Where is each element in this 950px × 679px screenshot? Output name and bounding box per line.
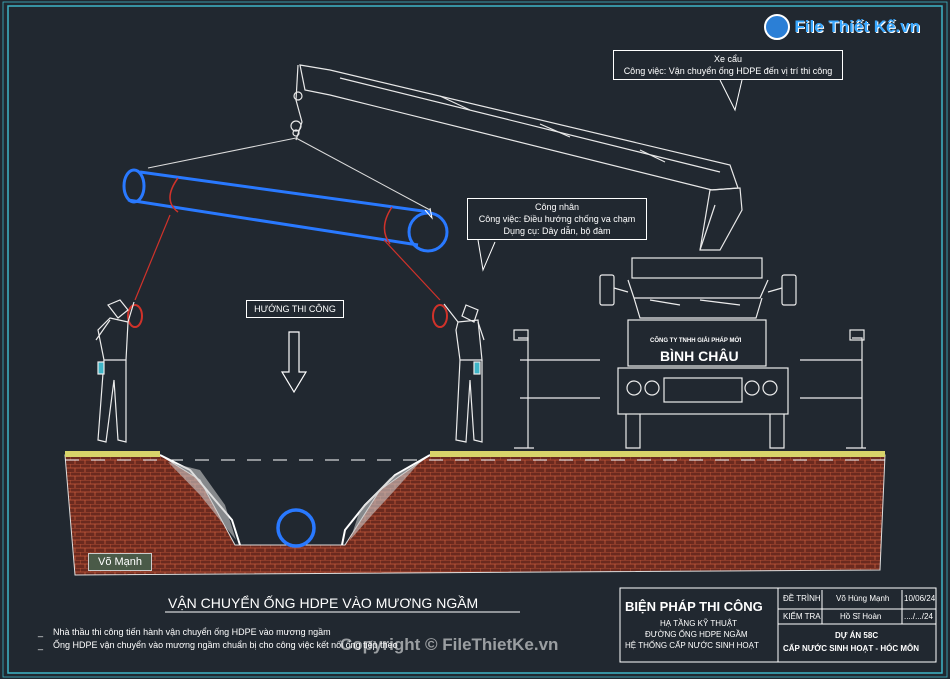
crane-arm — [290, 64, 743, 251]
watermark: Copyright © FileThietKe.vn — [340, 635, 559, 654]
tb-row1-label: ĐỀ TRÌNH — [783, 594, 821, 603]
worker-callout: Công nhân Công việc: Điều hướng chống va… — [467, 198, 647, 240]
worker-callout-tools: Dụng cụ: Dây dẫn, bộ đàm — [503, 226, 611, 236]
ground-label: Võ Mạnh — [97, 556, 143, 568]
truck-brand: BÌNH CHÂU — [660, 348, 739, 364]
direction-arrow-icon — [280, 331, 308, 394]
tb-row1-name: Võ Hùng Mạnh — [836, 594, 890, 603]
crane-truck — [513, 257, 866, 449]
tb-project1: DỰ ÁN 58C — [835, 631, 879, 640]
pipe-in-trench — [276, 508, 316, 548]
crane-callout-title: Xe cẩu — [713, 54, 743, 64]
note-2: _ Ống HDPE vận chuyển vào mương ngầm chu… — [38, 640, 398, 650]
site-logo: File Thiết Kế.vn — [764, 14, 920, 40]
note-bullet: _ — [38, 640, 44, 650]
worker-callout-title: Công nhân — [534, 202, 580, 212]
tb-row2-name: Hồ Sĩ Hoàn — [840, 612, 882, 621]
tb-sub2: ĐƯỜNG ỐNG HDPE NGẦM — [645, 630, 748, 639]
truck-company: CÔNG TY TNHH GIẢI PHÁP MỚI — [650, 338, 742, 344]
note-bullet: _ — [38, 627, 44, 637]
ground-label-box: Võ Mạnh — [88, 553, 152, 571]
tb-project2: CẤP NƯỚC SINH HOẠT - HÓC MÔN — [783, 644, 919, 653]
trench-ground — [64, 451, 886, 576]
tb-row1-date: 10/06/24 — [904, 594, 936, 603]
logo-text: File Thiết Kế.vn — [794, 17, 920, 36]
worker-right — [443, 303, 485, 443]
worker-left — [95, 299, 135, 443]
tb-main-title: BIỆN PHÁP THI CÔNG — [625, 599, 763, 614]
note-text: Ống HDPE vận chuyển vào mương ngầm chuẩn… — [53, 640, 398, 650]
logo-icon — [764, 14, 791, 40]
note-1: _ Nhà thầu thi công tiến hành vận chuyển… — [38, 627, 331, 637]
tb-row2-date: ..../.../24 — [904, 612, 933, 621]
title-block — [619, 587, 937, 663]
tb-sub1: HẠ TẦNG KỸ THUẬT — [660, 619, 738, 628]
crane-callout: Xe cẩu Công việc: Vận chuyển ống HDPE đế… — [613, 50, 843, 80]
drawing-border — [7, 5, 943, 674]
direction-label: HƯỚNG THI CÔNG — [254, 304, 336, 314]
direction-label-box: HƯỚNG THI CÔNG — [246, 300, 344, 318]
worker-callout-task: Công việc: Điều hướng chống va chạm — [478, 214, 636, 224]
tb-row2-label: KIỂM TRA — [783, 612, 821, 621]
drawing-title: VẬN CHUYỂN ỐNG HDPE VÀO MƯƠNG NGẦM — [168, 595, 479, 611]
crane-callout-task: Công việc: Vận chuyển ống HDPE đến vị tr… — [623, 66, 833, 76]
tb-sub3: HỆ THỐNG CẤP NƯỚC SINH HOẠT — [625, 641, 759, 650]
suspended-pipe — [122, 168, 449, 253]
note-text: Nhà thầu thi công tiến hành vận chuyển ố… — [53, 627, 331, 637]
